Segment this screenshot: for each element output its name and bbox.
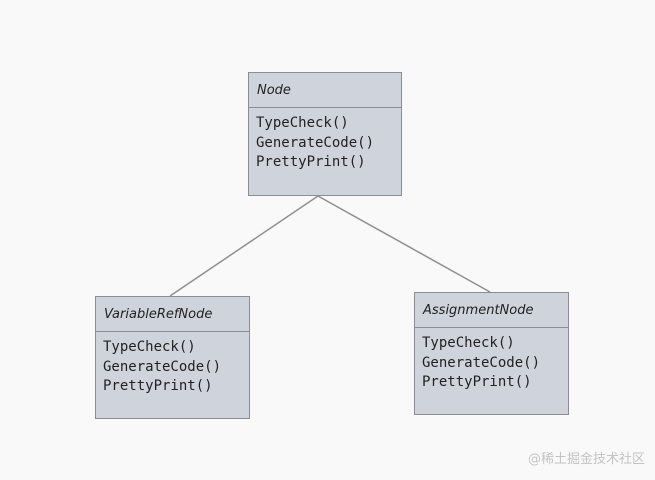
class-name: VariableRefNode	[96, 297, 249, 332]
method-generatecode: GenerateCode()	[103, 358, 222, 375]
method-list: TypeCheck() GenerateCode() PrettyPrint()	[96, 332, 249, 397]
class-box-variablerefnode[interactable]: VariableRefNode TypeCheck() GenerateCode…	[95, 296, 250, 419]
class-name: Node	[249, 73, 401, 108]
method-typecheck: TypeCheck()	[422, 335, 515, 351]
method-prettyprint: PrettyPrint()	[422, 374, 532, 390]
method-typecheck: TypeCheck()	[103, 339, 196, 355]
method-generatecode: GenerateCode()	[256, 134, 375, 151]
method-prettyprint: PrettyPrint()	[103, 378, 213, 394]
connector-varref-to-node	[169, 195, 319, 297]
method-typecheck: TypeCheck()	[256, 115, 349, 131]
method-list: TypeCheck() GenerateCode() PrettyPrint()	[415, 328, 568, 393]
connector-assign-to-node	[317, 195, 491, 293]
class-name: AssignmentNode	[415, 293, 568, 328]
method-generatecode: GenerateCode()	[422, 354, 541, 371]
method-list: TypeCheck() GenerateCode() PrettyPrint()	[249, 108, 401, 173]
class-box-assignmentnode[interactable]: AssignmentNode TypeCheck() GenerateCode(…	[414, 292, 569, 415]
class-box-node[interactable]: Node TypeCheck() GenerateCode() PrettyPr…	[248, 72, 402, 196]
method-prettyprint: PrettyPrint()	[256, 154, 366, 170]
watermark: @稀土掘金技术社区	[527, 452, 645, 467]
